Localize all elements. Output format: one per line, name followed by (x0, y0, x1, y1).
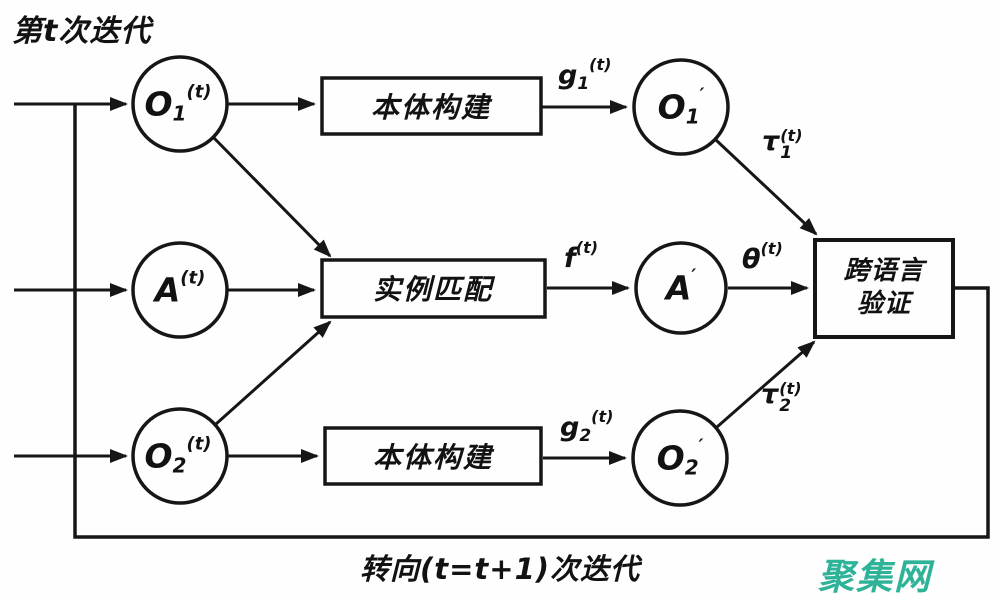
g2-sub: 2 (579, 426, 592, 446)
theta-sup: (t) (760, 239, 783, 258)
g2-base: g (560, 412, 580, 443)
node-o1p-base: O (657, 87, 686, 127)
ontology-top-box (320, 76, 543, 136)
node-at-circle (131, 241, 229, 339)
tau1-base: τ (762, 126, 780, 157)
node-at-sup: (t) (180, 267, 206, 289)
validation-label: 跨语言 验证 (843, 255, 924, 321)
footer-pre: 转向 (359, 552, 420, 586)
ontology-bottom-label: 本体构建 (372, 441, 494, 474)
site-watermark: 聚集网 (818, 557, 933, 594)
tau2-scripts: (t) 2 (779, 381, 801, 415)
arrow-tau2 (716, 340, 816, 429)
feedback-loop-line (73, 104, 990, 539)
node-o1t-circle (131, 55, 229, 153)
edge-label-f: f(t) (564, 240, 598, 274)
tau1-scripts: (t) 1 (780, 128, 802, 162)
node-at-base: A (154, 270, 181, 310)
ontology-top-label: 本体构建 (370, 91, 492, 124)
node-o2t-base: O (144, 436, 173, 476)
g2-sup: (t) (591, 407, 614, 426)
node-o2t-sub: 2 (172, 453, 187, 478)
node-ap-label: A′ (665, 267, 696, 308)
g1-sup: (t) (589, 55, 612, 74)
ontology-bottom-box (323, 426, 543, 486)
node-o1t-sub: 1 (172, 101, 187, 126)
node-o1t-sup: (t) (186, 81, 212, 103)
node-o1p-sup: ′ (699, 84, 705, 106)
g1-base: g (558, 60, 578, 91)
node-at-label: A(t) (154, 269, 206, 310)
tau2-sub: 2 (779, 396, 792, 416)
node-o2p-circle (631, 409, 729, 507)
footer-post: 次迭代 (550, 552, 641, 586)
node-o1p-circle (632, 58, 730, 156)
edge-label-tau1: τ (t) 1 (762, 128, 803, 162)
arrow-o1-to-matching (212, 136, 332, 258)
node-ap-base: A (665, 268, 692, 308)
node-o2t-circle (131, 407, 229, 505)
node-o2p-base: O (656, 438, 685, 478)
tau2-sup: (t) (779, 379, 802, 398)
node-o2p-sub: 2 (684, 455, 699, 480)
g1-sub: 1 (577, 74, 590, 94)
node-o2t-sup: (t) (186, 433, 212, 455)
next-iteration-caption: 转向(t=t+1)次迭代 (360, 546, 640, 588)
node-ap-sup: ′ (691, 265, 697, 287)
tau2-base: τ (761, 379, 779, 410)
tau1-sub: 1 (780, 143, 793, 163)
f-sup: (t) (575, 238, 599, 257)
node-o1p-sub: 1 (685, 104, 700, 129)
f-base: f (564, 243, 576, 274)
tau1-sup: (t) (780, 126, 803, 145)
arrow-tau1 (714, 138, 818, 236)
validation-label-line2: 验证 (856, 289, 912, 319)
validation-box (813, 238, 955, 339)
footer-math: (t=t+1) (419, 552, 551, 586)
iteration-title: 第t次迭代 (12, 14, 152, 49)
edge-label-tau2: τ (t) 2 (761, 381, 802, 415)
instance-matching-label: 实例匹配 (372, 273, 494, 306)
node-ap-circle (634, 241, 728, 335)
node-o2p-sup: ′ (698, 435, 704, 457)
edge-label-theta: θ(t) (742, 241, 783, 275)
arrow-o2-to-matching (214, 320, 332, 426)
validation-label-line1: 跨语言 (843, 256, 925, 286)
node-o1t-base: O (144, 84, 173, 124)
theta-base: θ (742, 244, 761, 275)
instance-matching-box (320, 258, 547, 319)
